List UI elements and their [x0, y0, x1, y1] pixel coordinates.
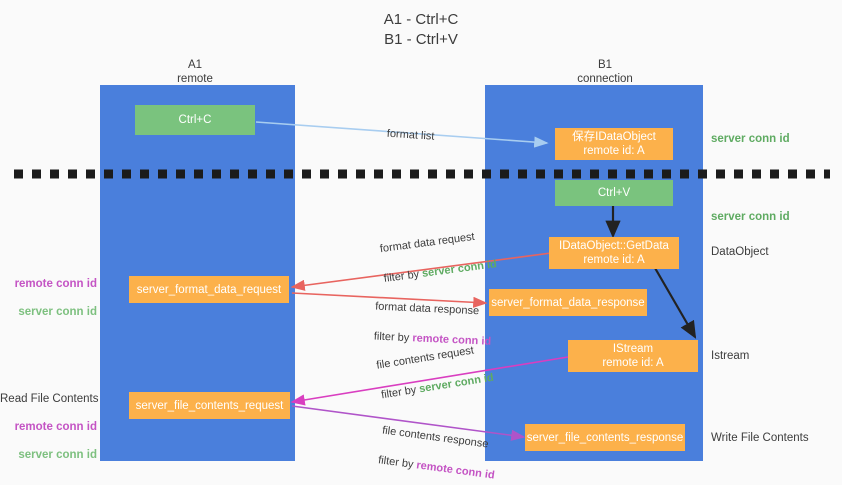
box-idataobject-getdata[interactable]: IDataObject::GetData remote id: A [549, 237, 679, 269]
annotation-left-group-2: Read File Contents remote conn id server… [0, 392, 99, 462]
title-line-2: B1 - Ctrl+V [384, 31, 458, 48]
annotation-server-conn-id-top: server conn id [711, 132, 790, 146]
box-istream-line-2: remote id: A [602, 357, 664, 369]
annotation-left-group-1: remote conn id server conn id [0, 277, 97, 319]
box-idataobject-line-2: remote id: A [583, 145, 645, 157]
box-getdata-line-2: remote id: A [583, 254, 645, 266]
box-ctrl-c-label: Ctrl+C [178, 114, 212, 126]
flow-label-format-data-request-filter-prefix: filter by [383, 267, 423, 285]
flow-label-file-contents-response-filter-key: remote conn id [415, 459, 496, 482]
column-b1-name: B1 [597, 59, 613, 71]
box-getdata-line-1: IDataObject::GetData [559, 240, 669, 252]
flow-label-file-contents-request-filter-key: server conn id [418, 371, 495, 396]
box-server-file-contents-response[interactable]: server_file_contents_response [525, 424, 685, 451]
column-a1-sub: remote [177, 73, 213, 85]
flow-label-file-contents-request-filter-prefix: filter by [380, 383, 421, 402]
flow-label-file-contents-response-main: file contents response [381, 424, 490, 451]
column-header-a1: A1 remote [120, 58, 270, 86]
box-server-format-data-response-label: server_format_data_response [491, 296, 645, 309]
flow-label-file-contents-response: file contents response filter by remote … [363, 407, 501, 485]
box-istream-line-1: IStream [612, 343, 654, 355]
annotation-istream-label: Istream [711, 350, 750, 362]
annotation-read-file-contents: Read File Contents [0, 393, 99, 405]
annotation-write-file-contents-label: Write File Contents [711, 432, 809, 444]
box-istream[interactable]: IStream remote id: A [568, 340, 698, 372]
box-server-file-contents-request[interactable]: server_file_contents_request [129, 392, 290, 419]
column-b1-sub: connection [577, 73, 633, 85]
annotation-left-remote-conn-id-1: remote conn id [14, 278, 97, 290]
annotation-istream: Istream [711, 349, 749, 363]
flow-label-format-list: format list [373, 111, 436, 160]
box-server-file-contents-request-label: server_file_contents_request [135, 399, 284, 412]
column-header-b1: B1 connection [530, 58, 680, 86]
column-a1-name: A1 [187, 59, 203, 71]
flow-label-file-contents-request-main: file contents request [375, 344, 475, 372]
annotation-write-file-contents: Write File Contents [711, 431, 809, 445]
box-ctrl-v-label: Ctrl+V [597, 187, 631, 199]
title-line-1: A1 - Ctrl+C [383, 11, 459, 28]
annotation-left-remote-conn-id-2: remote conn id [14, 421, 97, 433]
flow-label-format-list-text: format list [386, 127, 435, 143]
box-server-format-data-response[interactable]: server_format_data_response [489, 289, 647, 316]
box-idataobject[interactable]: 保存IDataObject remote id: A [555, 128, 673, 160]
box-server-format-data-request[interactable]: server_format_data_request [129, 276, 289, 303]
annotation-server-conn-id-second: server conn id [711, 210, 790, 224]
flow-label-format-data-response-main: format data response [374, 300, 480, 318]
page-title: A1 - Ctrl+C B1 - Ctrl+V [0, 10, 842, 50]
annotation-left-server-conn-id-2: server conn id [18, 449, 97, 461]
flow-label-format-data-request-filter-key: server conn id [421, 258, 498, 280]
annotation-left-server-conn-id-1: server conn id [18, 306, 97, 318]
box-server-file-contents-response-label: server_file_contents_response [526, 431, 684, 444]
flow-label-file-contents-response-filter-prefix: filter by [377, 454, 418, 472]
box-ctrl-v[interactable]: Ctrl+V [555, 180, 673, 206]
box-server-format-data-request-label: server_format_data_request [136, 283, 282, 296]
annotation-server-conn-id-second-label: server conn id [711, 211, 790, 223]
box-idataobject-line-1: 保存IDataObject [572, 131, 656, 143]
annotation-server-conn-id-top-label: server conn id [711, 133, 790, 145]
annotation-dataobject: DataObject [711, 245, 769, 259]
annotation-dataobject-label: DataObject [711, 246, 769, 258]
flow-label-format-data-request-main: format data request [379, 230, 476, 256]
box-ctrl-c[interactable]: Ctrl+C [135, 105, 255, 135]
